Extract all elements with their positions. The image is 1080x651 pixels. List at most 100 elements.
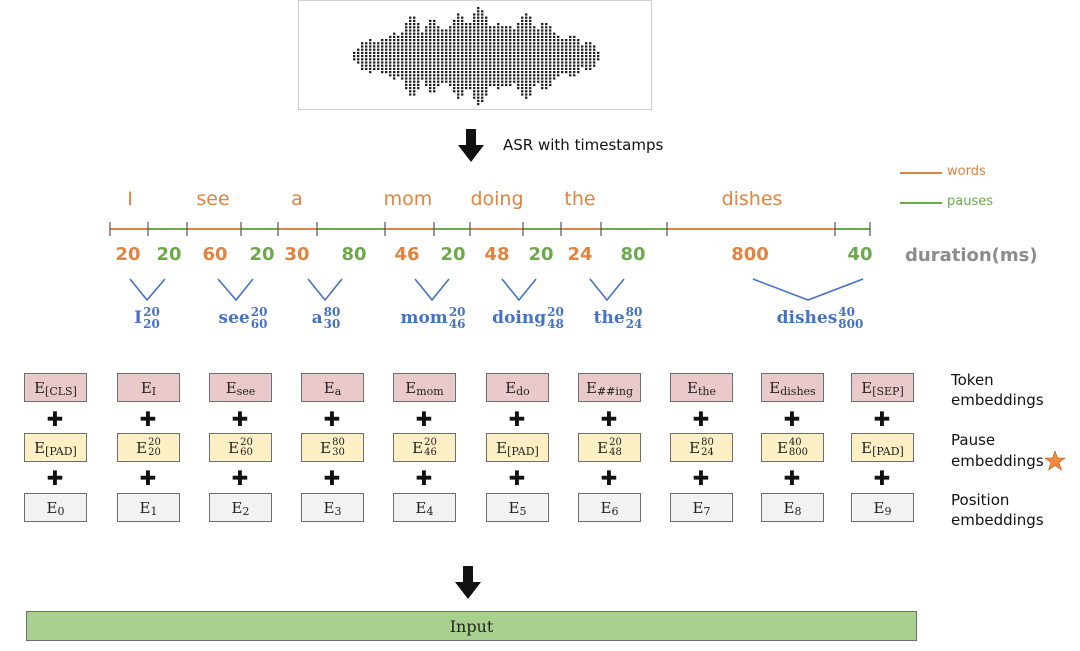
waveform-dot (353, 55, 356, 58)
waveform-dot (461, 90, 464, 93)
waveform-dot (433, 45, 436, 48)
waveform-dot (409, 64, 412, 67)
waveform-dot (433, 29, 436, 32)
waveform-dot (437, 64, 440, 67)
waveform-dot (505, 48, 508, 51)
waveform-dot (377, 55, 380, 58)
waveform-dot (473, 55, 476, 58)
plus-icon: ✚ (231, 407, 249, 431)
waveform-dot (489, 80, 492, 83)
waveform-dot (561, 45, 564, 48)
waveform-dot (525, 23, 528, 26)
waveform-dot (581, 45, 584, 48)
waveform-dot (569, 45, 572, 48)
waveform-dot (489, 64, 492, 67)
waveform-dot (497, 51, 500, 54)
connector-a (307, 278, 343, 302)
waveform-dot (401, 51, 404, 54)
waveform-dot (417, 42, 420, 45)
waveform-dot (509, 51, 512, 54)
waveform-dot (517, 55, 520, 58)
waveform-dot (401, 74, 404, 77)
waveform-dot (453, 39, 456, 42)
waveform-dot (405, 55, 408, 58)
waveform-dot (481, 74, 484, 77)
waveform-dot (433, 71, 436, 74)
waveform-dot (585, 51, 588, 54)
waveform-dot (501, 35, 504, 38)
waveform-dot (417, 87, 420, 90)
waveform-dot (529, 45, 532, 48)
waveform-dot (549, 67, 552, 70)
legend-pauses-label: pauses (947, 194, 994, 209)
waveform-dot (405, 48, 408, 51)
waveform-dot (521, 58, 524, 61)
waveform-dot (405, 80, 408, 83)
waveform-dot (465, 61, 468, 64)
waveform-dot (465, 35, 468, 38)
waveform-dot (409, 77, 412, 80)
waveform-dot (473, 26, 476, 29)
word-i: I (127, 188, 133, 210)
waveform-dot (577, 58, 580, 61)
waveform-dot (517, 35, 520, 38)
waveform-dot (425, 29, 428, 32)
waveform-dot (373, 64, 376, 67)
waveform-dot (525, 80, 528, 83)
waveform-dot (485, 16, 488, 19)
waveform-dot (521, 83, 524, 86)
waveform-dot (501, 32, 504, 35)
waveform-dot (461, 93, 464, 96)
waveform-dot (473, 51, 476, 54)
pause-embedding: E[PAD] (851, 433, 914, 462)
waveform-dot (377, 58, 380, 61)
waveform-dot (533, 64, 536, 67)
waveform-dot (453, 74, 456, 77)
waveform-dot (521, 32, 524, 35)
waveform-dot (409, 32, 412, 35)
waveform-dot (537, 71, 540, 74)
plus-icon: ✚ (46, 466, 64, 490)
waveform-dot (477, 90, 480, 93)
waveform-dot (409, 61, 412, 64)
waveform-dot (417, 29, 420, 32)
waveform-dot (541, 87, 544, 90)
waveform-dot (433, 19, 436, 22)
waveform-dot (477, 48, 480, 51)
waveform-dot (469, 23, 472, 26)
waveform-dot (537, 45, 540, 48)
waveform-dot (461, 23, 464, 26)
connector-i (129, 278, 166, 302)
plus-icon: ✚ (508, 466, 526, 490)
waveform-dot (437, 71, 440, 74)
waveform-dot (561, 67, 564, 70)
waveform-dot (545, 77, 548, 80)
waveform-dot (481, 77, 484, 80)
waveform-dot (469, 55, 472, 58)
waveform-dot (473, 71, 476, 74)
duration-value: 30 (284, 244, 310, 265)
waveform-dot (529, 16, 532, 19)
waveform-dot (497, 77, 500, 80)
waveform-dot (521, 80, 524, 83)
waveform-dot (461, 64, 464, 67)
waveform-dot (497, 61, 500, 64)
waveform-dot (549, 80, 552, 83)
waveform-dot (457, 23, 460, 26)
waveform-dot (425, 26, 428, 29)
waveform-dot (497, 64, 500, 67)
waveform-dot (593, 58, 596, 61)
waveform-dot (517, 61, 520, 64)
waveform-dot (485, 29, 488, 32)
waveform-dot (521, 35, 524, 38)
waveform-dot (577, 61, 580, 64)
waveform-dot (501, 58, 504, 61)
waveform-dot (469, 74, 472, 77)
waveform-dot (553, 77, 556, 80)
waveform-dot (525, 71, 528, 74)
waveform-dot (425, 51, 428, 54)
waveform-dot (537, 74, 540, 77)
waveform-dot (573, 71, 576, 74)
